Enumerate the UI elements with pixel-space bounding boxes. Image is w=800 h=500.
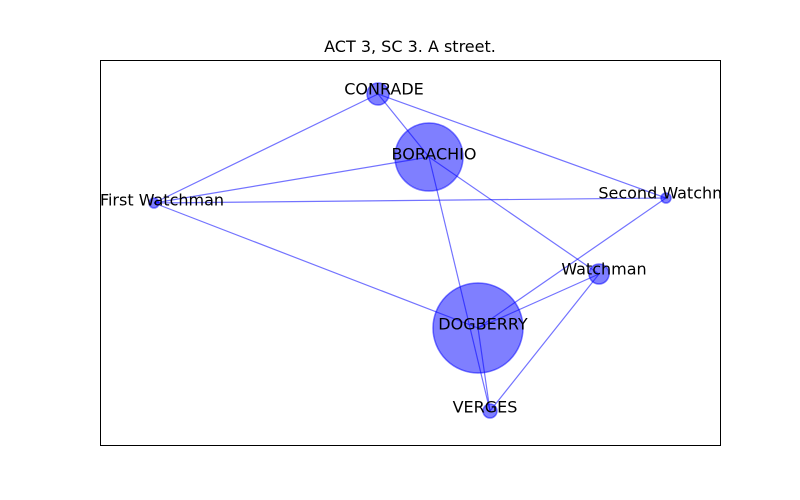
edge-watchman-verges bbox=[489, 273, 600, 412]
node-verges bbox=[482, 403, 498, 419]
plot-area: CONRADE BORACHIO First Watchman Second Watc… bbox=[100, 80, 747, 419]
node-conrade bbox=[366, 82, 390, 106]
labels-layer: CONRADE BORACHIO First Watchman Second Watc… bbox=[100, 80, 747, 417]
node-dogberry bbox=[432, 282, 524, 374]
node-second-watchman bbox=[660, 192, 672, 204]
edge-first-watchman-dogberry bbox=[153, 202, 479, 329]
node-label-watchman: Watchman bbox=[561, 260, 646, 279]
node-label-verges: VERGES bbox=[453, 398, 518, 417]
node-label-dogberry: DOGBERRY bbox=[438, 315, 528, 334]
node-label-borachio: BORACHIO bbox=[392, 145, 477, 164]
node-borachio bbox=[394, 122, 464, 192]
plot-frame bbox=[100, 60, 721, 446]
node-first-watchman bbox=[148, 197, 160, 209]
edge-conrade-first-watchman bbox=[153, 93, 379, 204]
node-watchman bbox=[588, 263, 610, 285]
nodes-layer bbox=[148, 82, 672, 419]
figure-title: ACT 3, SC 3. A street. bbox=[324, 37, 496, 56]
edge-conrade-second-watchman bbox=[377, 93, 667, 199]
edge-first-watchman-second-watchman bbox=[153, 197, 667, 204]
node-label-second-watchman: Second Watchman bbox=[598, 184, 747, 203]
edge-borachio-first-watchman bbox=[153, 156, 430, 204]
node-label-first-watchman: First Watchman bbox=[100, 191, 224, 210]
node-label-conrade: CONRADE bbox=[344, 80, 424, 99]
